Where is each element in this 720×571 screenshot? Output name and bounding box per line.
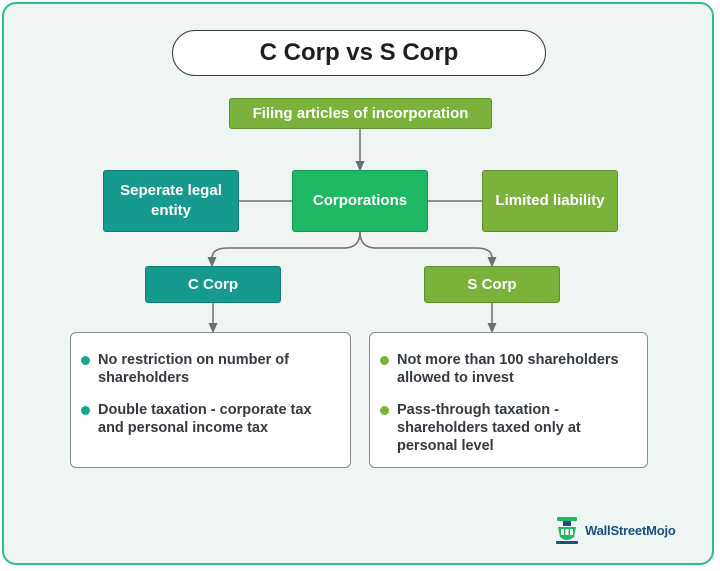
c-corp-features-box: No restriction on number of shareholders… bbox=[70, 332, 351, 468]
diagram-card bbox=[2, 2, 714, 565]
wallstreetmojo-logo-icon bbox=[556, 517, 578, 544]
bullet-dot-icon bbox=[380, 356, 389, 365]
node-filing-articles: Filing articles of incorporation bbox=[229, 98, 492, 129]
s-corp-point: Not more than 100 shareholders allowed t… bbox=[397, 352, 619, 386]
node-corporations: Corporations bbox=[292, 170, 428, 232]
wallstreetmojo-logo: WallStreetMojo bbox=[554, 515, 676, 545]
bullet-dot-icon bbox=[81, 406, 90, 415]
logo-text: WallStreetMojo bbox=[585, 522, 676, 538]
title-box: C Corp vs S Corp bbox=[172, 30, 546, 76]
connector-corporations-to-s-corp bbox=[359, 231, 497, 268]
node-c-corp: C Corp bbox=[145, 266, 281, 303]
list-item: Not more than 100 shareholders allowed t… bbox=[380, 351, 635, 387]
s-corp-point: Pass-through taxation - shareholders tax… bbox=[397, 402, 581, 454]
node-separate-legal-entity: Seperate legal entity bbox=[103, 170, 239, 232]
bullet-dot-icon bbox=[380, 406, 389, 415]
list-item: Pass-through taxation - shareholders tax… bbox=[380, 401, 635, 455]
list-item: No restriction on number of shareholders bbox=[81, 351, 338, 387]
c-corp-point: Double taxation - corporate tax and pers… bbox=[98, 402, 312, 436]
page-title: C Corp vs S Corp bbox=[259, 39, 459, 66]
node-s-corp: S Corp bbox=[424, 266, 560, 303]
bullet-dot-icon bbox=[81, 356, 90, 365]
list-item: Double taxation - corporate tax and pers… bbox=[81, 401, 338, 437]
c-corp-point: No restriction on number of shareholders bbox=[98, 352, 289, 386]
node-limited-liability: Limited liability bbox=[482, 170, 618, 232]
s-corp-features-box: Not more than 100 shareholders allowed t… bbox=[369, 332, 648, 468]
connector-corporations-to-c-corp bbox=[207, 231, 361, 268]
